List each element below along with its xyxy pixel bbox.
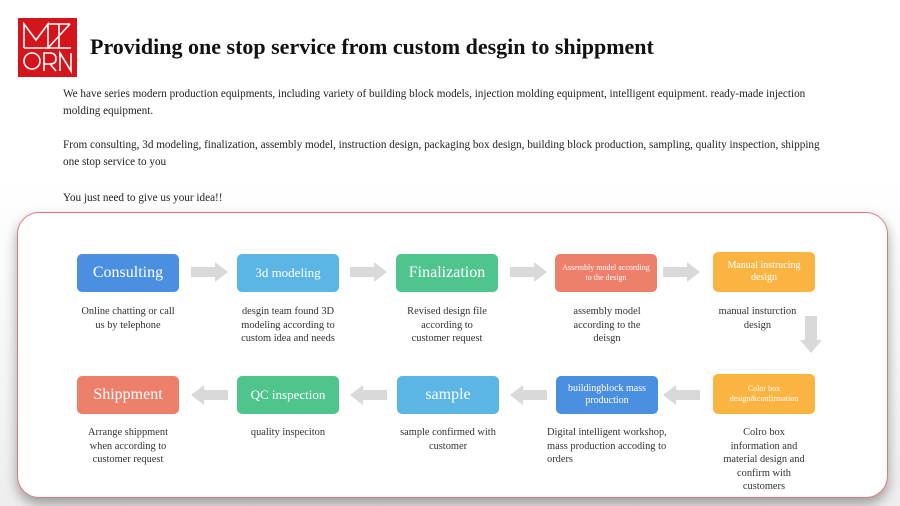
arrow-right-icon [510, 262, 547, 282]
desc-color-box: Colro box information and material desig… [723, 427, 805, 492]
desc-sample: sample confirmed with customer [400, 427, 496, 452]
arrow-right-icon [663, 262, 700, 282]
step-color-box: Color box design&confirmation [713, 374, 815, 414]
arrow-down-icon [800, 316, 822, 353]
intro-paragraph-cta: You just need to give us your idea!! [63, 192, 223, 204]
desc-mass-production: Digital intelligent workshop, mass produ… [547, 427, 667, 465]
logo-monogram-icon [23, 21, 72, 74]
step-consulting: Consulting [77, 254, 179, 292]
step-shippment: Shippment [77, 376, 179, 414]
arrow-left-icon [191, 385, 228, 405]
desc-finalization: Revised design file according to custome… [407, 306, 487, 344]
step-manual-design: Manual instrucing design [713, 252, 815, 292]
page-title: Providing one stop service from custom d… [90, 34, 654, 59]
intro-paragraph-services: From consulting, 3d modeling, finalizati… [63, 139, 820, 168]
desc-qc-inspection: quality inspeciton [250, 427, 326, 438]
arrow-left-icon [510, 385, 547, 405]
desc-shippment: Arrange shippment when according to cust… [88, 427, 168, 465]
step-finalization: Finalization [396, 254, 498, 292]
arrow-right-icon [350, 262, 387, 282]
arrow-left-icon [350, 385, 387, 405]
desc-3d-modeling: desgin team found 3D modeling according … [241, 306, 335, 344]
step-sample: sample [397, 376, 499, 414]
step-assembly-model: Assembly model according to the design [555, 254, 657, 292]
intro-paragraph-equipment: We have series modern production equipme… [63, 88, 806, 117]
arrow-left-icon [663, 385, 700, 405]
company-logo [18, 18, 77, 77]
step-qc-inspection: QC inspection [237, 376, 339, 414]
desc-manual-design: manual insturction design [718, 306, 797, 331]
desc-assembly-model: assembly model according to the deisgn [573, 306, 641, 344]
arrow-right-icon [191, 262, 228, 282]
step-mass-production: buildingblock mass production [556, 376, 658, 414]
step-3d-modeling: 3d modeling [237, 254, 339, 292]
desc-consulting: Online chatting or call us by telephone [81, 306, 175, 331]
